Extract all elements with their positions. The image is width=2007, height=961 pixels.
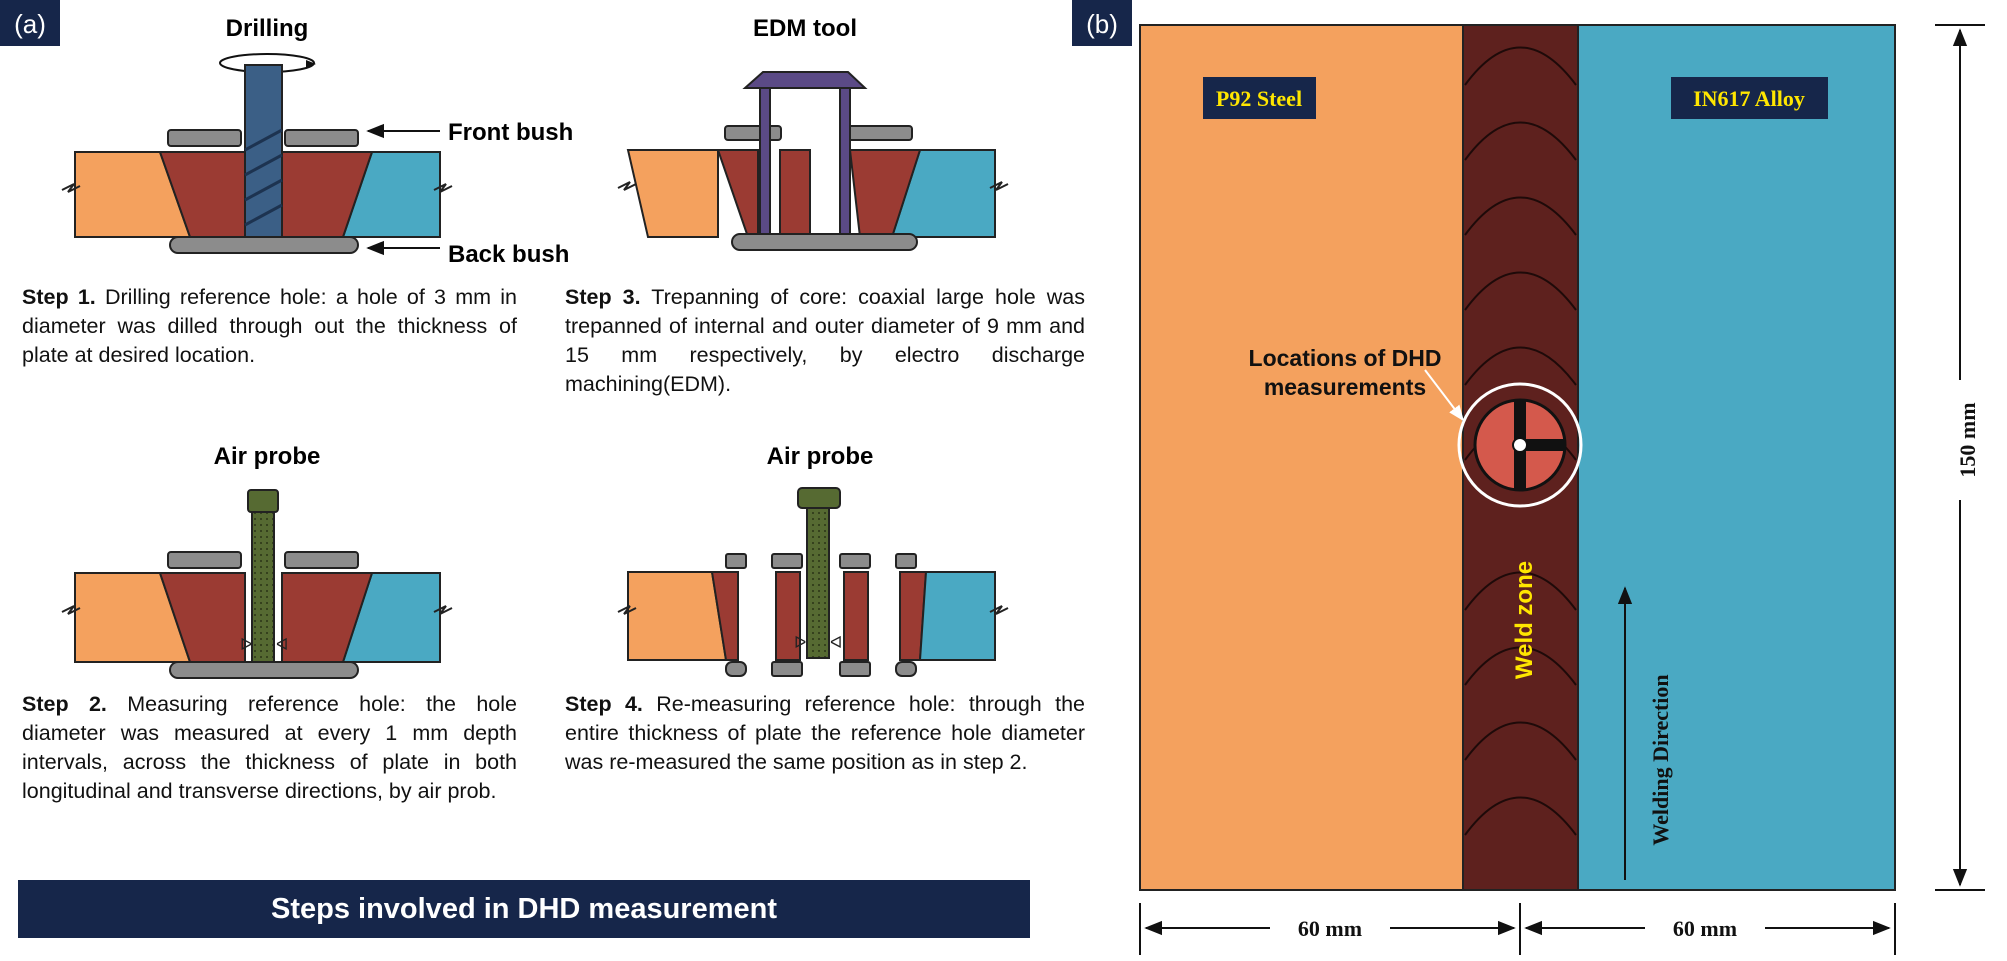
front-bush-left: [167, 129, 242, 147]
dim-left-label: 60 mm: [1298, 916, 1362, 941]
svg-text:(a): (a): [14, 9, 46, 39]
svg-text:ᐊ: ᐊ: [830, 635, 842, 652]
air-probe-title-1: Air probe: [214, 443, 321, 470]
steps-banner: Steps involved in DHD measurement: [18, 880, 1030, 938]
svg-text:ᐊ: ᐊ: [276, 637, 288, 654]
step-1-text: Step 1. Drilling reference hole: a hole …: [22, 285, 517, 367]
edm-diagram: EDM tool: [617, 15, 1009, 251]
air-probe-cap-1: [247, 489, 279, 513]
air-probe-title-2: Air probe: [767, 443, 874, 470]
p92-label: P92 Steel: [1216, 86, 1302, 111]
weld-plate-diagram: P92 Steel IN617 Alloy Weld zone Location…: [1139, 24, 1896, 891]
back-bush: [169, 236, 359, 254]
p92-label-box: [1203, 77, 1316, 119]
drilling-title: Drilling: [226, 15, 309, 42]
panel-a-tag: (a): [0, 0, 60, 46]
back-bush-label: Back bush: [448, 241, 569, 268]
step-2-text: Step 2. Measuring reference hole: the ho…: [22, 692, 517, 803]
air-probe-shaft-2: [806, 507, 830, 659]
dhd-location-ring: [1457, 382, 1583, 508]
air-probe-cap-2: [797, 487, 841, 509]
p92-plate-edm: [626, 149, 719, 238]
edm-electrode-right: [839, 87, 851, 235]
edm-title: EDM tool: [753, 15, 857, 42]
dim-height-label: 150 mm: [1955, 402, 1980, 477]
drill-bit: [244, 64, 283, 238]
in617-label: IN617 Alloy: [1693, 86, 1805, 111]
in617-region: [1577, 24, 1896, 891]
panel-b-tag: (b): [1072, 0, 1132, 46]
dhd-reference-hole: [1512, 437, 1528, 453]
p92-region: [1139, 24, 1464, 891]
svg-text:ᐅ: ᐅ: [240, 637, 252, 654]
air-probe-shaft-1: [251, 511, 275, 663]
welding-direction-label: Welding Direction: [1648, 674, 1673, 845]
svg-text:(b): (b): [1086, 9, 1118, 39]
dim-right-label: 60 mm: [1673, 916, 1737, 941]
front-bush-label: Front bush: [448, 119, 573, 146]
dhd-label-line1: Locations of DHD: [1249, 345, 1442, 371]
drilling-diagram: Drilling Front bush Back bush: [61, 15, 573, 268]
dimension-lines: 150 mm 60 mm 60 mm: [1139, 24, 1985, 955]
air-probe-diagram-2: Air probe ᐅ ᐊ: [617, 443, 1009, 677]
dhd-label-line2: measurements: [1264, 374, 1426, 400]
weld-zone-label: Weld zone: [1511, 561, 1538, 679]
air-probe-diagram-1: Air probe ᐅ ᐊ: [61, 443, 453, 679]
svg-text:ᐅ: ᐅ: [794, 635, 806, 652]
in617-label-box: [1671, 77, 1828, 119]
front-bush-right: [284, 129, 359, 147]
step-4-text: Step 4. Re-measuring reference hole: thr…: [565, 692, 1085, 774]
edm-electrode-left: [759, 87, 771, 235]
step-3-text: Step 3. Trepanning of core: coaxial larg…: [565, 285, 1085, 396]
edm-head: [742, 71, 868, 89]
